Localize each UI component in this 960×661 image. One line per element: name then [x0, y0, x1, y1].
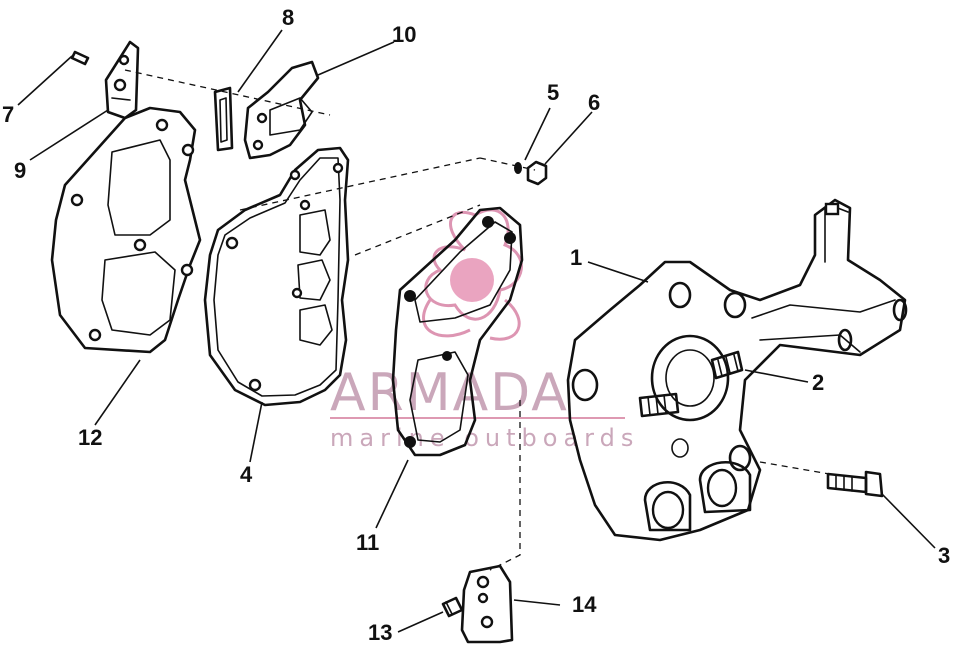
part-11-gasket [391, 206, 524, 457]
callout-12: 12 [78, 425, 102, 450]
callout-1: 1 [570, 245, 582, 270]
callout-5: 5 [547, 80, 559, 105]
part-10-gasket [243, 60, 320, 160]
part-9-bracket [104, 40, 140, 120]
part-5-washer-icon [514, 162, 522, 174]
part-12-gasket [50, 106, 202, 354]
part-2-stud-icon [710, 350, 744, 380]
callout-14: 14 [572, 592, 597, 617]
callout-7: 7 [2, 102, 14, 127]
part-8-seal [213, 86, 234, 152]
callouts: 1 2 3 4 5 6 7 8 9 10 11 12 13 14 [2, 5, 950, 645]
part-7-screw-icon [70, 50, 90, 66]
part-1-housing [566, 198, 908, 542]
callout-13: 13 [368, 620, 392, 645]
watermark-brand: ARMADA [330, 363, 569, 423]
callout-6: 6 [588, 90, 600, 115]
callout-10: 10 [392, 22, 416, 47]
watermark: ARMADA marine outboards [330, 208, 639, 452]
callout-9: 9 [14, 158, 26, 183]
callout-2: 2 [812, 370, 824, 395]
part-13-screw-icon [441, 596, 464, 618]
part-2-stud-lower-icon [638, 392, 680, 418]
part-4-plate [203, 146, 350, 407]
leader-lines [17, 29, 936, 633]
callout-3: 3 [938, 543, 950, 568]
callout-8: 8 [282, 5, 294, 30]
watermark-logo-icon [422, 208, 523, 341]
part-14-plate [460, 564, 514, 644]
watermark-tagline: marine outboards [330, 424, 639, 452]
part-6-nut-icon [526, 160, 548, 186]
callout-11: 11 [356, 530, 379, 555]
callout-4: 4 [240, 462, 253, 487]
part-3-bolt-icon [826, 470, 884, 498]
